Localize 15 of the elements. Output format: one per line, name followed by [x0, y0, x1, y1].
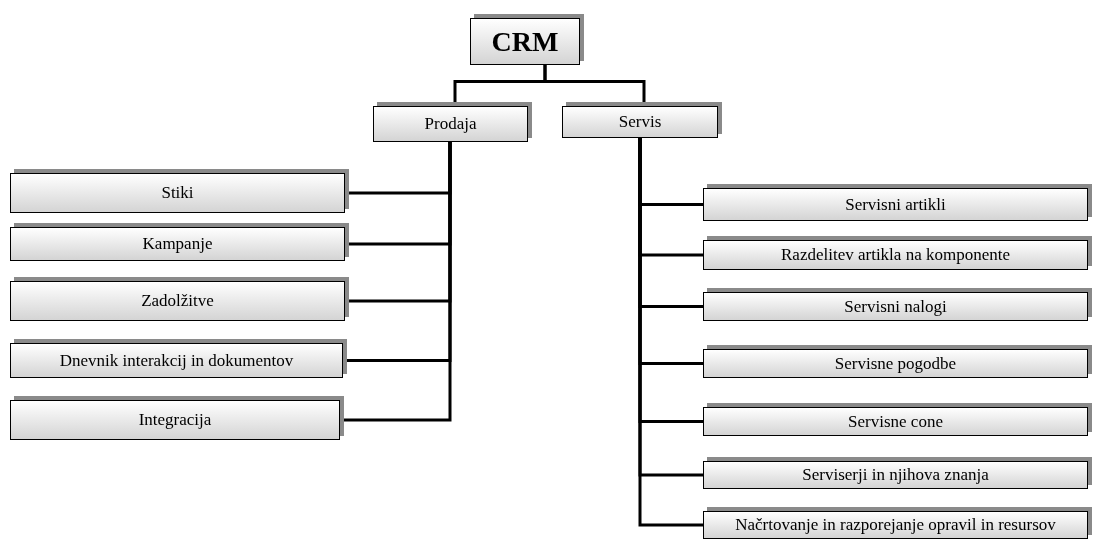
node-label: Servisne pogodbe [834, 352, 957, 375]
node-label: Servisne cone [848, 410, 943, 433]
node-label: Stiki [161, 182, 194, 204]
node-label: Serviserji in njihova znanja [802, 464, 989, 486]
node-label: Prodaja [424, 113, 477, 135]
node-label: Načrtovanje in razporejanje opravil in resursov [735, 514, 1056, 536]
node-label: Servisni nalogi [844, 295, 947, 318]
node-label: Razdelitev artikla na komponente [781, 244, 1010, 266]
node-label: CRM [491, 27, 559, 56]
node-label: Servis [618, 111, 662, 133]
node-label: Servisni artikli [845, 193, 946, 216]
node-label: Dnevnik interakcij in dokumentov [59, 349, 294, 372]
node-label: Kampanje [142, 233, 213, 255]
node-label: Zadolžitve [141, 290, 214, 312]
node-label: Integracija [138, 409, 212, 431]
